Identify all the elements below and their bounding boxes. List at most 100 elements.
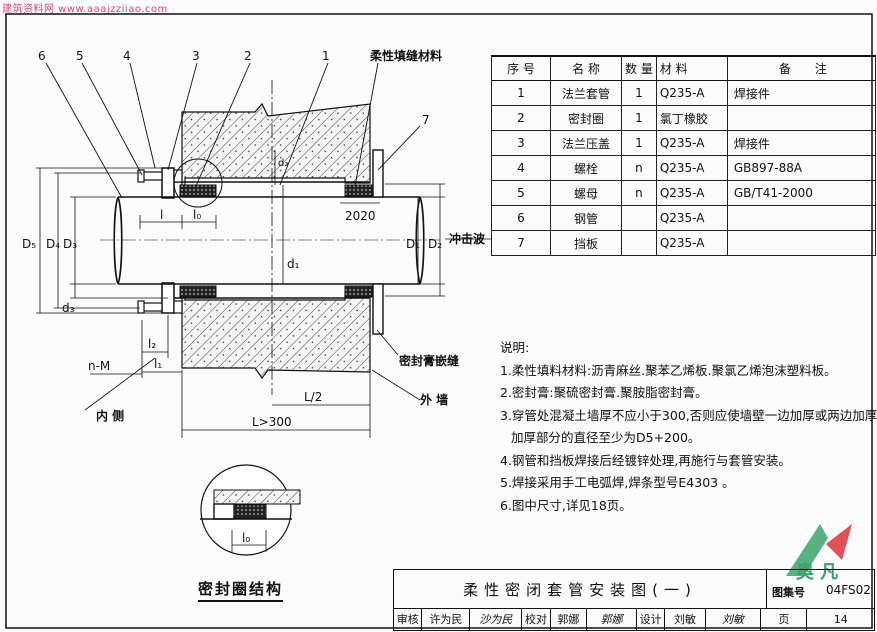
seal-rings bbox=[179, 184, 374, 298]
publisher-logo: 奥 凡 bbox=[786, 524, 852, 580]
cell-material: Q235-A bbox=[655, 155, 728, 181]
table-row: 7 挡板 Q235-A bbox=[491, 230, 876, 256]
review-label: 审核 bbox=[394, 608, 423, 630]
callout-5: 5 bbox=[76, 49, 84, 63]
sealant-joint-label: 密封膏嵌缝 bbox=[399, 353, 459, 368]
header-qty: 数 量 bbox=[621, 55, 657, 81]
outer-wall-label: 外 墙 bbox=[420, 392, 448, 407]
cell-material: Q235-A bbox=[655, 180, 728, 206]
note-item: 加厚部分的直径至少为D5+200。 bbox=[511, 430, 701, 445]
cell-qty: 1 bbox=[621, 80, 657, 106]
logo-text: 奥 凡 bbox=[796, 561, 838, 580]
cell-no: 6 bbox=[491, 205, 551, 231]
parts-table-header: 序 号 名 称 数 量 材 料 备 注 bbox=[491, 55, 876, 81]
inner-side-label: 内 侧 bbox=[96, 408, 124, 423]
atlas-number: 04FS02 bbox=[826, 583, 871, 597]
dim-D4: D₄ bbox=[46, 237, 60, 251]
dim-l1: l₁ bbox=[154, 357, 162, 371]
dim-l: l bbox=[160, 208, 163, 222]
dim-total-length: L>300 bbox=[252, 415, 292, 429]
cell-remark bbox=[726, 205, 876, 231]
bolt-count-label: n-M bbox=[88, 359, 110, 373]
detail-dim-l0: l₀ bbox=[242, 531, 250, 545]
table-row: 1 法兰套管 1 Q235-A 焊接件 bbox=[491, 80, 876, 106]
table-row: 6 钢管 Q235-A bbox=[491, 205, 876, 231]
checker-name: 郭娜 bbox=[551, 608, 588, 630]
leader-lines bbox=[45, 62, 421, 199]
cell-material: Q235-A bbox=[655, 205, 728, 231]
design-label: 设计 bbox=[637, 608, 666, 630]
filler-material-label: 柔性填缝材料 bbox=[369, 48, 442, 63]
dim-d1: d₁ bbox=[287, 257, 300, 271]
header-material: 材 料 bbox=[655, 55, 728, 81]
table-row: 4 螺栓 n Q235-A GB897-88A bbox=[491, 155, 876, 181]
cell-material: Q235-A bbox=[655, 130, 728, 156]
cell-qty bbox=[621, 205, 657, 231]
dim-l0: l₀ bbox=[193, 208, 201, 222]
cell-material: Q235-A bbox=[655, 230, 728, 256]
dim-gap: 2020 bbox=[345, 209, 376, 223]
cell-name: 法兰套管 bbox=[550, 80, 622, 106]
callout-1: 1 bbox=[322, 49, 330, 63]
callout-3: 3 bbox=[192, 49, 200, 63]
cell-no: 2 bbox=[491, 105, 551, 131]
cell-remark bbox=[726, 230, 876, 256]
signature-row: 审核 许为民 沙为民 校对 郭娜 郭娜 设计 刘敏 刘敏 页 14 bbox=[394, 608, 874, 630]
reviewer-name: 许为民 bbox=[422, 608, 471, 630]
checker-signature: 郭娜 bbox=[587, 608, 637, 630]
atlas-number-box: 图集号 04FS02 bbox=[766, 570, 874, 609]
cell-name: 螺母 bbox=[550, 180, 622, 206]
dim-d2: d₂ bbox=[278, 158, 288, 169]
concrete-wall bbox=[181, 102, 371, 380]
notes-title: 说明: bbox=[500, 340, 530, 355]
cell-name: 挡板 bbox=[550, 230, 622, 256]
cell-material: 氯丁橡胶 bbox=[655, 105, 728, 131]
cell-remark: 焊接件 bbox=[726, 80, 876, 106]
detail-circle bbox=[173, 158, 223, 208]
cell-qty: 1 bbox=[621, 105, 657, 131]
length-dims bbox=[139, 202, 380, 229]
page-number: 14 bbox=[833, 612, 848, 626]
note-item: 2.密封膏:聚硫密封膏.聚胺脂密封膏。 bbox=[500, 385, 708, 400]
cell-name: 法兰压盖 bbox=[550, 130, 622, 156]
cell-name: 钢管 bbox=[550, 205, 622, 231]
cell-remark bbox=[726, 105, 876, 131]
designer-signature: 刘敏 bbox=[706, 608, 762, 630]
header-name: 名 称 bbox=[550, 55, 622, 81]
callout-6: 6 bbox=[38, 49, 46, 63]
cell-qty: 1 bbox=[621, 130, 657, 156]
table-row: 3 法兰压盖 1 Q235-A 焊接件 bbox=[491, 130, 876, 156]
note-item: 4.钢管和挡板焊接后经镀锌处理,再施行与套管安装。 bbox=[500, 452, 791, 468]
note-item: 1.柔性填料材料:沥青麻丝.聚苯乙烯板.聚氯乙烯泡沫塑料板。 bbox=[500, 362, 837, 378]
cell-qty bbox=[621, 230, 657, 256]
callout-7: 7 bbox=[422, 113, 430, 127]
cell-name: 螺栓 bbox=[550, 155, 622, 181]
parts-table: 序 号 名 称 数 量 材 料 备 注 1 法兰套管 1 Q235-A 焊接件 … bbox=[491, 55, 876, 256]
header-no: 序 号 bbox=[491, 55, 551, 81]
dim-l2: l₂ bbox=[148, 337, 156, 351]
designer-name: 刘敏 bbox=[665, 608, 706, 630]
seal-ring-detail bbox=[200, 464, 301, 556]
cell-material: Q235-A bbox=[655, 80, 728, 106]
cell-no: 5 bbox=[491, 180, 551, 206]
watermark-text: 建筑资料网 www.aaajzziiao.com bbox=[2, 4, 168, 15]
cell-no: 1 bbox=[491, 80, 551, 106]
cell-no: 7 bbox=[491, 230, 551, 256]
cell-remark: 焊接件 bbox=[726, 130, 876, 156]
table-row: 5 螺母 n Q235-A GB/T41-2000 bbox=[491, 180, 876, 206]
drawing-title: 柔性密闭套管安装图(一) bbox=[394, 570, 767, 609]
detail-caption: 密封圈结构 bbox=[198, 578, 284, 602]
dim-half-length: L/2 bbox=[304, 390, 322, 404]
dim-d3: d₃ bbox=[62, 301, 75, 315]
dim-D1: D₁ bbox=[406, 237, 420, 251]
cell-name: 密封圈 bbox=[550, 105, 622, 131]
cell-remark: GB897-88A bbox=[726, 155, 876, 181]
note-item: 6.图中尺寸,详见18页。 bbox=[500, 497, 632, 513]
dim-D5: D₅ bbox=[22, 237, 36, 251]
reviewer-signature: 沙为民 bbox=[470, 608, 523, 630]
header-remark: 备 注 bbox=[726, 55, 876, 81]
page-label: 页 bbox=[761, 608, 808, 630]
callout-4: 4 bbox=[123, 49, 131, 63]
